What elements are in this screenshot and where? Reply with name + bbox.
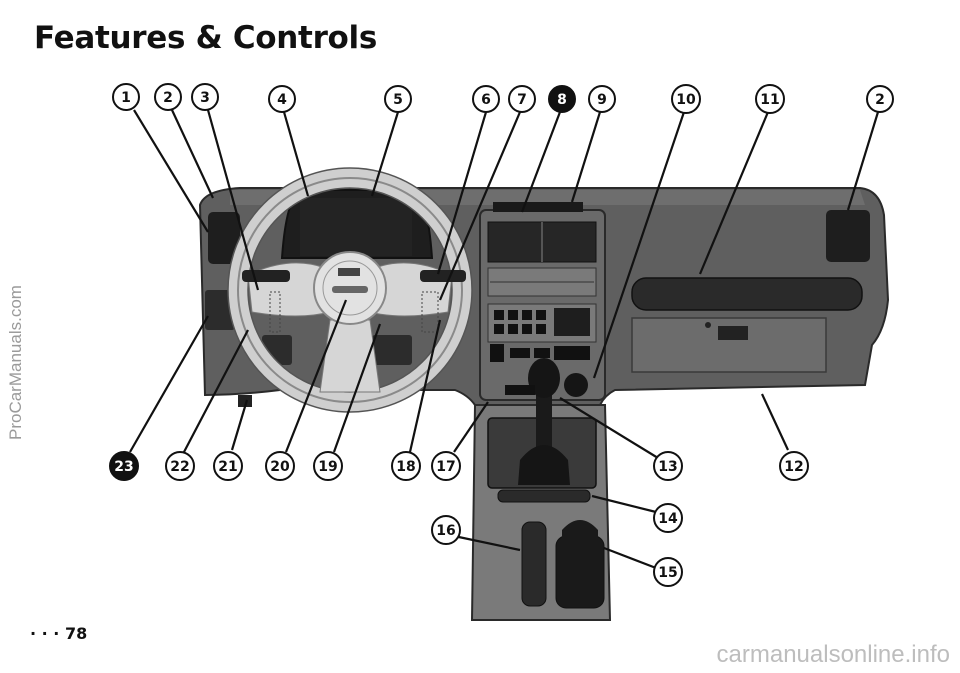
callout-3: 3 [191,83,219,111]
cup-holder [555,535,605,609]
side-watermark: ProCarManuals.com [6,285,25,440]
callout-4: 4 [268,85,296,113]
callout-5: 5 [384,85,412,113]
svg-text:20: 20 [270,459,290,475]
callout-8: 8 [548,85,576,113]
callout-13: 13 [653,451,683,481]
svg-text:22: 22 [170,459,189,475]
svg-text:14: 14 [658,511,678,527]
callout-18: 18 [391,451,421,481]
svg-text:7: 7 [517,92,527,108]
dash-vent [631,277,863,311]
shift-knob [528,358,560,398]
callout-11: 11 [755,84,785,114]
callout-23: 23 [109,451,139,481]
svg-text:19: 19 [318,459,337,475]
callout-2-right: 2 [866,85,894,113]
svg-text:3: 3 [200,90,210,106]
svg-text:18: 18 [396,459,415,475]
callout-15: 15 [653,557,683,587]
svg-text:11: 11 [760,92,779,108]
lighter [564,373,588,397]
callout-14: 14 [653,503,683,533]
svg-text:9: 9 [597,92,607,108]
callout-2: 2 [154,83,182,111]
svg-text:2: 2 [875,92,885,108]
callout-21: 21 [213,451,243,481]
svg-text:10: 10 [676,92,696,108]
left-vent [208,212,240,264]
svg-text:1: 1 [121,90,131,106]
callout-22: 22 [165,451,195,481]
callout-20: 20 [265,451,295,481]
callout-6: 6 [472,85,500,113]
svg-text:16: 16 [436,523,455,539]
right-vent [826,210,870,262]
callout-19: 19 [313,451,343,481]
right-stalk [420,270,466,282]
svg-text:21: 21 [218,459,237,475]
svg-text:15: 15 [658,565,677,581]
svg-text:8: 8 [557,92,567,108]
svg-text:13: 13 [658,459,677,475]
callout-1: 1 [112,83,140,111]
left-stalk [242,270,290,282]
callout-10: 10 [671,84,701,114]
svg-text:17: 17 [436,459,455,475]
callout-17: 17 [431,451,461,481]
svg-text:5: 5 [393,92,403,108]
page-title: Features & Controls [34,20,378,56]
svg-text:23: 23 [114,459,133,475]
parking-brake [521,521,547,607]
leader-lines [129,109,880,570]
glove-box [631,317,827,373]
dashboard-illustration [198,167,890,621]
callout-12: 12 [779,451,809,481]
bottom-watermark: carmanualsonline.info [716,641,950,668]
svg-text:2: 2 [163,90,173,106]
svg-text:4: 4 [277,92,287,108]
callout-16: 16 [431,515,461,545]
page-number: · · · 78 [30,624,88,643]
callout-9: 9 [588,85,616,113]
svg-text:12: 12 [784,459,803,475]
callout-7: 7 [508,85,536,113]
svg-text:6: 6 [481,92,491,108]
